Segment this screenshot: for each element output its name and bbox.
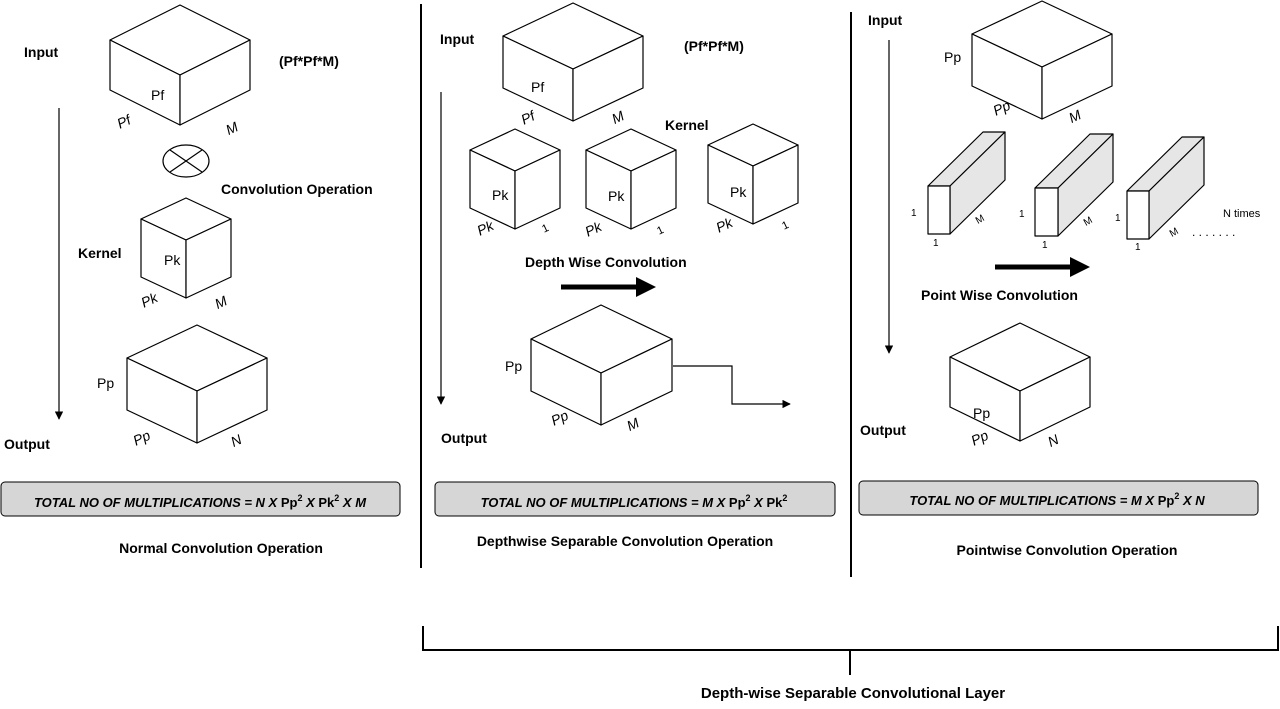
convolution-operator-icon [162, 144, 210, 178]
input-height-label: Pp [944, 49, 961, 65]
input-label: Input [440, 31, 475, 47]
output-label: Output [441, 430, 487, 446]
formula-box [434, 481, 836, 517]
input-face-label: Pf [531, 79, 544, 95]
output-label: Output [860, 422, 906, 438]
kernel-label: Kernel [78, 245, 122, 261]
kernel-face-label: Pk [608, 188, 625, 204]
filter-depth-label: M [1168, 226, 1181, 240]
filter-depth-label: M [1082, 215, 1095, 229]
output-depth-label: N [1045, 431, 1062, 450]
input-dims-label: (Pf*Pf*M) [684, 38, 744, 54]
filter-height-label: 1 [1115, 213, 1121, 224]
output-width-label: Pp [130, 427, 152, 449]
output-height-label: Pp [505, 358, 522, 374]
connector-arrow [673, 365, 791, 409]
formula-text: TOTAL NO OF MULTIPLICATIONS = N X Pp2 X … [34, 493, 367, 510]
panel-caption: Normal Convolution Operation [119, 540, 323, 556]
output-cube [949, 322, 1091, 442]
output-width-label: Pp [548, 407, 570, 429]
kernel-width-label: Pk [474, 217, 496, 239]
filter-depth-label: M [974, 213, 987, 227]
output-width-label: Pp [968, 427, 990, 449]
input-width-label: Pp [990, 97, 1012, 119]
panel-pointwise-convolution: Input Output Pp Pp M 1 1 M 1 1 M [858, 0, 1261, 558]
kernel-cube [585, 128, 677, 230]
pointwise-filter [1034, 133, 1114, 237]
kernel-face-label: Pk [730, 184, 747, 200]
filter-height-label: 1 [1019, 209, 1025, 220]
kernel-depth-label: M [212, 292, 230, 312]
stage-label: Depth Wise Convolution [525, 254, 687, 270]
layer-brace [422, 626, 1279, 675]
kernel-width-label: Pk [713, 214, 735, 236]
kernel-cube [140, 197, 232, 299]
kernel-depth-label: 1 [655, 224, 666, 237]
kernel-width-label: Pk [138, 289, 160, 311]
operator-label: Convolution Operation [221, 181, 373, 197]
input-depth-label: M [1066, 106, 1084, 126]
filter-width-label: 1 [1135, 242, 1141, 253]
repeat-dots: . . . . . . . [1192, 225, 1235, 239]
input-cube [502, 2, 644, 122]
formula-box [0, 481, 401, 517]
formula-text: TOTAL NO OF MULTIPLICATIONS = M X Pp2 X … [909, 491, 1205, 508]
kernel-face-label: Pk [492, 187, 509, 203]
input-cube [109, 4, 251, 126]
output-height-label: Pp [97, 375, 114, 391]
repeat-label: N times [1223, 208, 1261, 220]
output-depth-label: N [228, 431, 245, 450]
input-face-label: Pf [151, 87, 164, 103]
input-label: Input [868, 12, 903, 28]
panel-caption: Depthwise Separable Convolution Operatio… [477, 533, 773, 549]
panel-depthwise-convolution: Input Output Pf Pf M (Pf*Pf*M) Kernel Pk… [434, 2, 836, 549]
kernel-face-label: Pk [164, 252, 181, 268]
filter-width-label: 1 [933, 238, 939, 249]
input-depth-label: M [223, 118, 241, 138]
kernel-label: Kernel [665, 117, 709, 133]
pointwise-filter [927, 131, 1006, 235]
kernel-width-label: Pk [582, 218, 604, 240]
input-depth-label: M [609, 107, 627, 127]
kernel-cube [707, 123, 799, 225]
panel-normal-convolution: Input Output Pf Pf M (Pf*Pf*M) Convoluti… [0, 4, 401, 556]
output-cube [126, 324, 268, 444]
input-cube [971, 0, 1113, 120]
pointwise-filter [1126, 136, 1205, 240]
output-depth-label: M [624, 414, 642, 434]
layer-caption: Depth-wise Separable Convolutional Layer [701, 685, 1005, 702]
kernel-depth-label: 1 [780, 219, 791, 232]
stage-label: Point Wise Convolution [921, 287, 1078, 303]
input-label: Input [24, 44, 59, 60]
kernel-cube [469, 128, 561, 230]
output-cube [530, 304, 673, 426]
input-width-label: Pf [518, 107, 539, 128]
kernel-depth-label: 1 [540, 222, 551, 235]
formula-box [858, 480, 1259, 516]
output-label: Output [4, 436, 50, 452]
input-width-label: Pf [114, 111, 135, 132]
input-dims-label: (Pf*Pf*M) [279, 53, 339, 69]
filter-width-label: 1 [1042, 240, 1048, 251]
panel-caption: Pointwise Convolution Operation [957, 542, 1178, 558]
filter-height-label: 1 [911, 208, 917, 219]
output-face-label: Pp [973, 405, 990, 421]
formula-text: TOTAL NO OF MULTIPLICATIONS = M X Pp2 X … [481, 493, 788, 510]
